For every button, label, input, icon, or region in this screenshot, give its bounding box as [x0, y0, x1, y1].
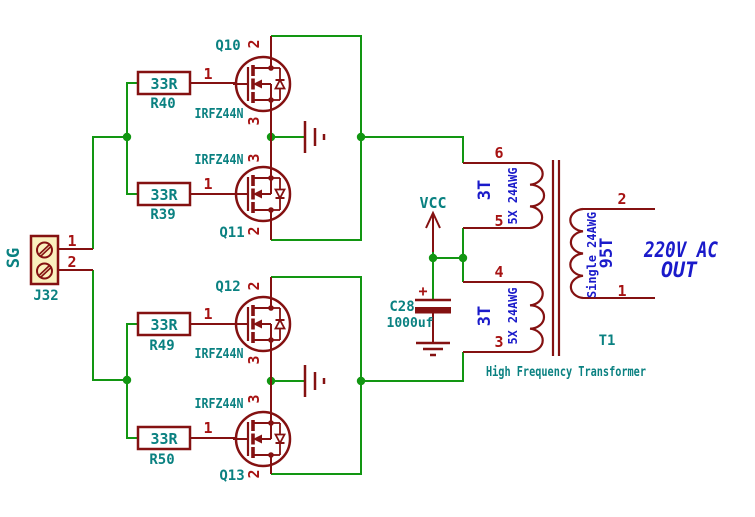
wire-bus-to-pin3 — [361, 352, 464, 382]
r39-ref: R39 — [150, 207, 175, 223]
primary-bottom-gauge: 5X 24AWG — [506, 288, 520, 345]
t1-pin3-number: 3 — [494, 333, 503, 351]
t1-ref: T1 — [599, 333, 616, 349]
q12-value: IRFZ44N — [195, 347, 244, 362]
output-line2: OUT — [661, 258, 698, 282]
q10-ref: Q10 — [215, 38, 240, 54]
resistor-r40[interactable]: 33R R40 — [136, 70, 236, 112]
output-label: 220V AC OUT — [643, 238, 718, 282]
cap-ref: C28 — [389, 299, 414, 315]
gnd-symbol-top[interactable] — [303, 119, 326, 155]
r50-ref: R50 — [149, 452, 174, 468]
secondary-turns: 95T — [597, 238, 617, 269]
q13-pin2: 2 — [245, 469, 263, 478]
connector-pin2-number: 2 — [67, 253, 76, 271]
t1-pin2-number: 2 — [617, 190, 626, 208]
wire-to-r49 — [126, 323, 138, 380]
q12-pin3: 3 — [245, 355, 263, 364]
connector-pin1-number: 1 — [67, 232, 76, 250]
mosfet-q13[interactable]: IRFZ44N Q13 1 3 2 — [195, 381, 292, 484]
vcc-label: VCC — [419, 194, 446, 212]
cap-plate-bottom — [415, 307, 451, 314]
t1-pin4-number: 4 — [494, 263, 503, 281]
gnd-symbol-cap — [416, 341, 450, 357]
t1-pin6-number: 6 — [494, 144, 503, 162]
q13-pin3: 3 — [245, 394, 263, 403]
wire-drain-bus-bottom — [271, 276, 362, 475]
q13-pin1: 1 — [203, 419, 212, 437]
connector-ref: J32 — [33, 288, 58, 304]
resistor-r49[interactable]: 33R R49 — [136, 311, 236, 354]
q12-pin2: 2 — [245, 281, 263, 290]
connector-j32[interactable]: SG J32 1 2 — [4, 232, 93, 304]
primary-top-gauge: 5X 24AWG — [506, 168, 520, 225]
q13-ref: Q13 — [219, 468, 244, 484]
primary-bottom-winding — [529, 280, 546, 354]
transformer-pins — [463, 162, 655, 353]
secondary-gauge: Single 24AWG — [585, 212, 599, 298]
transformer-t1[interactable]: 6 5 4 3 2 1 3T 5X 24AWG 3T 5X 24AWG 95T … — [463, 144, 655, 380]
primary-top-winding — [529, 161, 546, 230]
q10-pin3: 3 — [245, 116, 263, 125]
resistor-r39[interactable]: 33R R39 — [136, 181, 236, 223]
q11-pin1: 1 — [203, 175, 212, 193]
q12-pin1: 1 — [203, 305, 212, 323]
secondary-winding — [569, 207, 584, 300]
q10-pin2: 2 — [245, 39, 263, 48]
t1-pin1-number: 1 — [617, 282, 626, 300]
q11-ref: Q11 — [219, 225, 244, 241]
r40-value: 33R — [150, 75, 178, 93]
screw-terminal-1 — [36, 241, 53, 259]
q10-value: IRFZ44N — [195, 107, 244, 122]
gnd-symbol-bottom[interactable] — [303, 363, 326, 399]
r39-value: 33R — [150, 186, 178, 204]
q12-ref: Q12 — [215, 279, 240, 295]
wire-gate-top-feed — [92, 136, 127, 249]
output-line1: 220V AC — [643, 238, 718, 262]
t1-caption: High Frequency Transformer — [486, 365, 646, 380]
cap-plus-sign: + — [418, 282, 427, 300]
mosfet-q11[interactable]: IRFZ44N Q11 1 3 2 — [195, 137, 292, 241]
t1-pin5-number: 5 — [494, 212, 503, 230]
mosfet-q10[interactable]: Q10 IRFZ44N 1 2 3 — [195, 36, 292, 137]
q11-value: IRFZ44N — [195, 153, 244, 168]
r50-value: 33R — [150, 430, 178, 448]
q10-pin1: 1 — [203, 65, 212, 83]
primary-bottom-turns: 3T — [475, 306, 495, 326]
resistor-r50[interactable]: 33R R50 — [136, 425, 236, 468]
capacitor-c28[interactable]: + C28 1000uf — [387, 282, 451, 357]
mosfet-q12[interactable]: Q12 IRFZ44N 1 2 3 — [195, 277, 292, 381]
q11-pin2: 2 — [245, 226, 263, 235]
wire-to-r40 — [126, 82, 138, 137]
r49-value: 33R — [150, 316, 178, 334]
q13-value: IRFZ44N — [195, 397, 244, 412]
q11-pin3: 3 — [245, 153, 263, 162]
r40-ref: R40 — [150, 96, 175, 112]
cap-value: 1000uf — [387, 316, 434, 331]
connector-body — [29, 234, 60, 286]
net-label-sg: SG — [4, 248, 24, 268]
wire-bus-to-pin6 — [361, 136, 464, 163]
wire-to-r50 — [126, 380, 138, 439]
vcc-symbol[interactable]: VCC — [419, 194, 447, 252]
vcc-arrow-icon — [425, 210, 441, 229]
wire-gate-bottom-feed — [92, 270, 127, 381]
wire-to-r39 — [126, 137, 138, 195]
r49-ref: R49 — [149, 338, 174, 354]
primary-top-turns: 3T — [475, 180, 495, 200]
screw-terminal-2 — [36, 262, 53, 280]
